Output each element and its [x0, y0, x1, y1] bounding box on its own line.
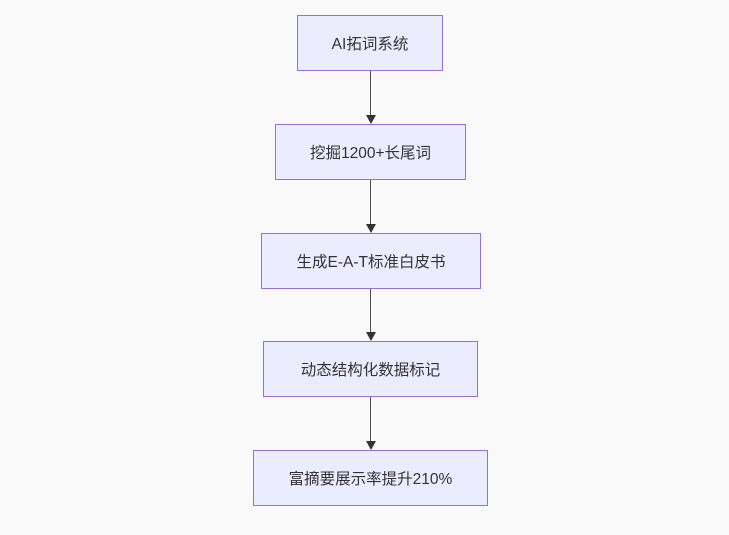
arrowhead-down-icon	[365, 441, 376, 450]
flow-node-label: 挖掘1200+长尾词	[309, 145, 432, 162]
flow-node-eat-whitepaper: 生成E-A-T标准白皮书	[261, 233, 481, 289]
flow-node-structured-data-markup: 动态结构化数据标记	[263, 341, 478, 397]
arrowhead-down-icon	[365, 224, 376, 233]
flow-edge-arrow	[365, 71, 376, 124]
edge-line	[369, 71, 372, 116]
flow-node-label: 生成E-A-T标准白皮书	[296, 254, 446, 271]
flow-node-longtail-keywords: 挖掘1200+长尾词	[275, 124, 466, 180]
edge-line	[369, 289, 372, 333]
arrowhead-down-icon	[365, 332, 376, 341]
flow-edge-arrow	[365, 397, 376, 450]
edge-line	[369, 180, 372, 225]
arrowhead-down-icon	[365, 115, 376, 124]
flow-edge-arrow	[365, 289, 376, 341]
edge-line	[369, 397, 372, 442]
flow-node-ai-word-expansion-system: AI拓词系统	[297, 15, 443, 71]
flow-node-rich-snippet-rate: 富摘要展示率提升210%	[253, 450, 488, 506]
flow-edge-arrow	[365, 180, 376, 233]
flow-node-label: 动态结构化数据标记	[300, 362, 441, 379]
flow-node-label: AI拓词系统	[331, 36, 409, 53]
flow-node-label: 富摘要展示率提升210%	[288, 471, 453, 488]
